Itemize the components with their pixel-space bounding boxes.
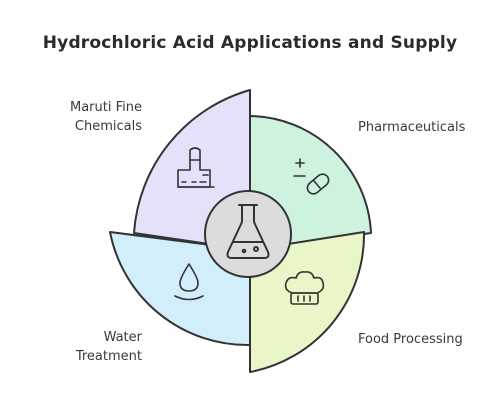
center-hub <box>204 190 292 278</box>
label-water-line2: Treatment <box>75 349 142 364</box>
chef-hat-icon <box>284 271 325 305</box>
pill-icon <box>293 158 330 195</box>
label-pharmaceuticals-line1: Pharmaceuticals <box>358 120 466 135</box>
label-pharmaceuticals: Pharmaceuticals <box>358 118 465 137</box>
diagram-title: Hydrochloric Acid Applications and Suppl… <box>42 33 458 53</box>
label-water-line1: Water <box>103 330 142 345</box>
label-supplier-line1: Maruti Fine <box>70 100 142 115</box>
water-drop-icon <box>174 263 204 301</box>
label-supplier: Maruti Fine Chemicals <box>32 98 142 136</box>
label-water-treatment: Water Treatment <box>32 328 142 366</box>
segment-food-processing <box>249 231 366 373</box>
label-food-processing: Food Processing <box>358 330 463 349</box>
factory-icon <box>177 147 215 188</box>
label-food-line1: Food Processing <box>358 332 463 347</box>
flask-icon <box>226 204 270 259</box>
label-supplier-line2: Chemicals <box>74 119 142 134</box>
